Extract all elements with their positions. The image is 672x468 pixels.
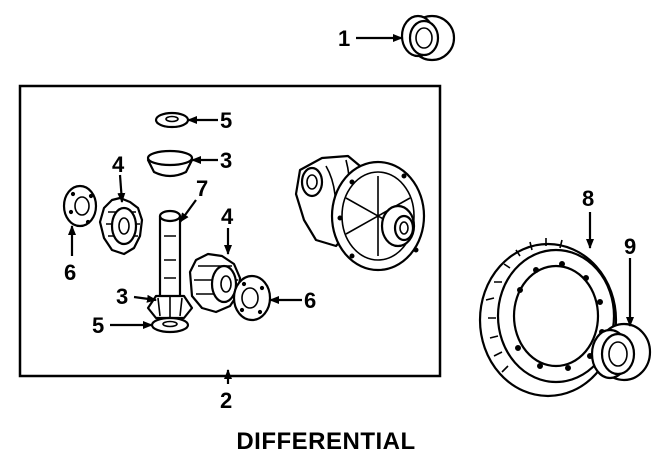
side-washer-right-part (232, 274, 272, 322)
callout-5-top: 5 (220, 108, 232, 133)
callout-8: 8 (582, 186, 594, 211)
differential-case-part (294, 154, 426, 272)
callout-1: 1 (338, 26, 350, 51)
ring-gear-part (478, 238, 618, 398)
pinion-gear-top-part (146, 149, 194, 178)
callout-7: 7 (196, 176, 208, 201)
callout-3-bottom: 3 (116, 284, 128, 309)
callout-4-right: 4 (221, 204, 234, 229)
bearing-top-part (400, 14, 456, 62)
bearing-side-part (590, 322, 652, 382)
diagram-title: DIFFERENTIAL (236, 428, 416, 455)
thrust-washer-top-part (154, 111, 190, 129)
callout-5-bottom: 5 (92, 313, 104, 338)
callout-6-right: 6 (304, 288, 316, 313)
callout-6-left: 6 (64, 260, 76, 285)
side-gear-right-part (188, 252, 242, 314)
callout-9: 9 (624, 234, 636, 259)
callout-2: 2 (220, 388, 232, 413)
leader-lines (68, 34, 634, 384)
callout-3-top: 3 (220, 148, 232, 173)
callout-4-left: 4 (112, 152, 125, 177)
cross-shaft-part (158, 209, 182, 301)
side-washer-left-part (62, 184, 98, 228)
thrust-washer-bottom-part (150, 316, 190, 334)
side-gear-left-part (98, 196, 144, 256)
